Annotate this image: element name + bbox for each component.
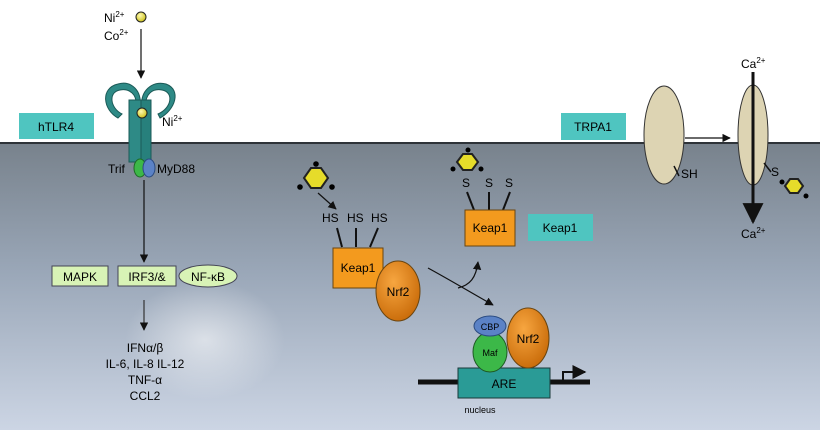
myd88-adapter [142, 158, 156, 178]
sulfur-bond-3 [502, 191, 511, 211]
s-label-1: S [462, 176, 470, 190]
htlr4-receptor [105, 82, 176, 163]
ca-bottom-label: Ca2+ [741, 226, 766, 241]
nrf2-label-nucleus: Nrf2 [517, 332, 540, 346]
cytokine-1: IFNα/β [127, 341, 164, 355]
extracellular-space [0, 0, 820, 143]
irf-label: IRF3/& [128, 270, 165, 284]
htlr4-label: hTLR4 [38, 120, 74, 134]
electrophile-molecule [297, 161, 335, 190]
thiol-bond-1 [336, 227, 343, 248]
keap1-label-cytoplasm: Keap1 [341, 261, 376, 275]
cbp-protein [473, 315, 507, 337]
ca-top-label: Ca2+ [741, 56, 766, 71]
s-trpa1-label: S [771, 165, 779, 179]
nfkb-ellipse [178, 264, 238, 288]
keap1-legend-box [528, 214, 593, 241]
hs-label-1: HS [322, 211, 339, 225]
co-ion-label: Co2+ [104, 28, 129, 43]
cytokine-3: TNF-α [128, 373, 162, 387]
are-box [457, 367, 551, 399]
arrow-to-modified-keap1 [457, 261, 482, 289]
are-label: ARE [492, 377, 517, 391]
sh-label: SH [681, 167, 698, 181]
keap1-legend-label: Keap1 [543, 221, 578, 235]
mapk-label: MAPK [63, 270, 97, 284]
keap1-box-modified [464, 209, 516, 247]
cytokine-2: IL-6, IL-8 IL-12 [106, 357, 185, 371]
nrf2-label-cytoplasm: Nrf2 [387, 285, 410, 299]
ni-bound-label: Ni2+ [162, 114, 183, 129]
htlr4-label-box [19, 113, 94, 139]
hs-label-2: HS [347, 211, 364, 225]
trif-label: Trif [108, 162, 126, 176]
trpa1-label-box [561, 113, 626, 140]
s-bond-trpa1 [763, 162, 772, 173]
electrophile-molecule-3 [779, 178, 809, 199]
trpa1-label: TRPA1 [574, 120, 612, 134]
nfkb-label: NF-κB [191, 270, 225, 284]
nrf2-nucleus [506, 307, 550, 369]
arrow-nrf2-to-nucleus [427, 267, 494, 306]
myd88-label: MyD88 [157, 162, 195, 176]
arrow-electrophile-to-keap1 [317, 192, 337, 210]
cbp-label: CBP [481, 322, 500, 332]
cytoplasm-glow [125, 280, 285, 400]
sulfur-bond-1 [466, 191, 475, 211]
maf-label: Maf [482, 348, 498, 358]
sh-bond [673, 165, 680, 177]
keap1-box-cytoplasm [332, 247, 384, 289]
s-label-2: S [485, 176, 493, 190]
nickel-ion-bound [136, 107, 148, 119]
irf-box [117, 265, 177, 287]
nucleus-label: nucleus [464, 405, 496, 415]
cytokine-4: CCL2 [130, 389, 161, 403]
keap1-label-modified: Keap1 [473, 221, 508, 235]
hs-label-3: HS [371, 211, 388, 225]
electrophile-molecule-2 [450, 147, 484, 172]
trpa1-closed-channel [643, 85, 685, 185]
nrf2-cytoplasm [375, 260, 421, 322]
nickel-ion-free [135, 11, 147, 23]
transcription-arrow [562, 365, 587, 382]
mapk-box [51, 265, 109, 287]
s-label-3: S [505, 176, 513, 190]
thiol-bond-3 [369, 227, 379, 248]
ni-ion-label: Ni2+ [104, 10, 125, 25]
